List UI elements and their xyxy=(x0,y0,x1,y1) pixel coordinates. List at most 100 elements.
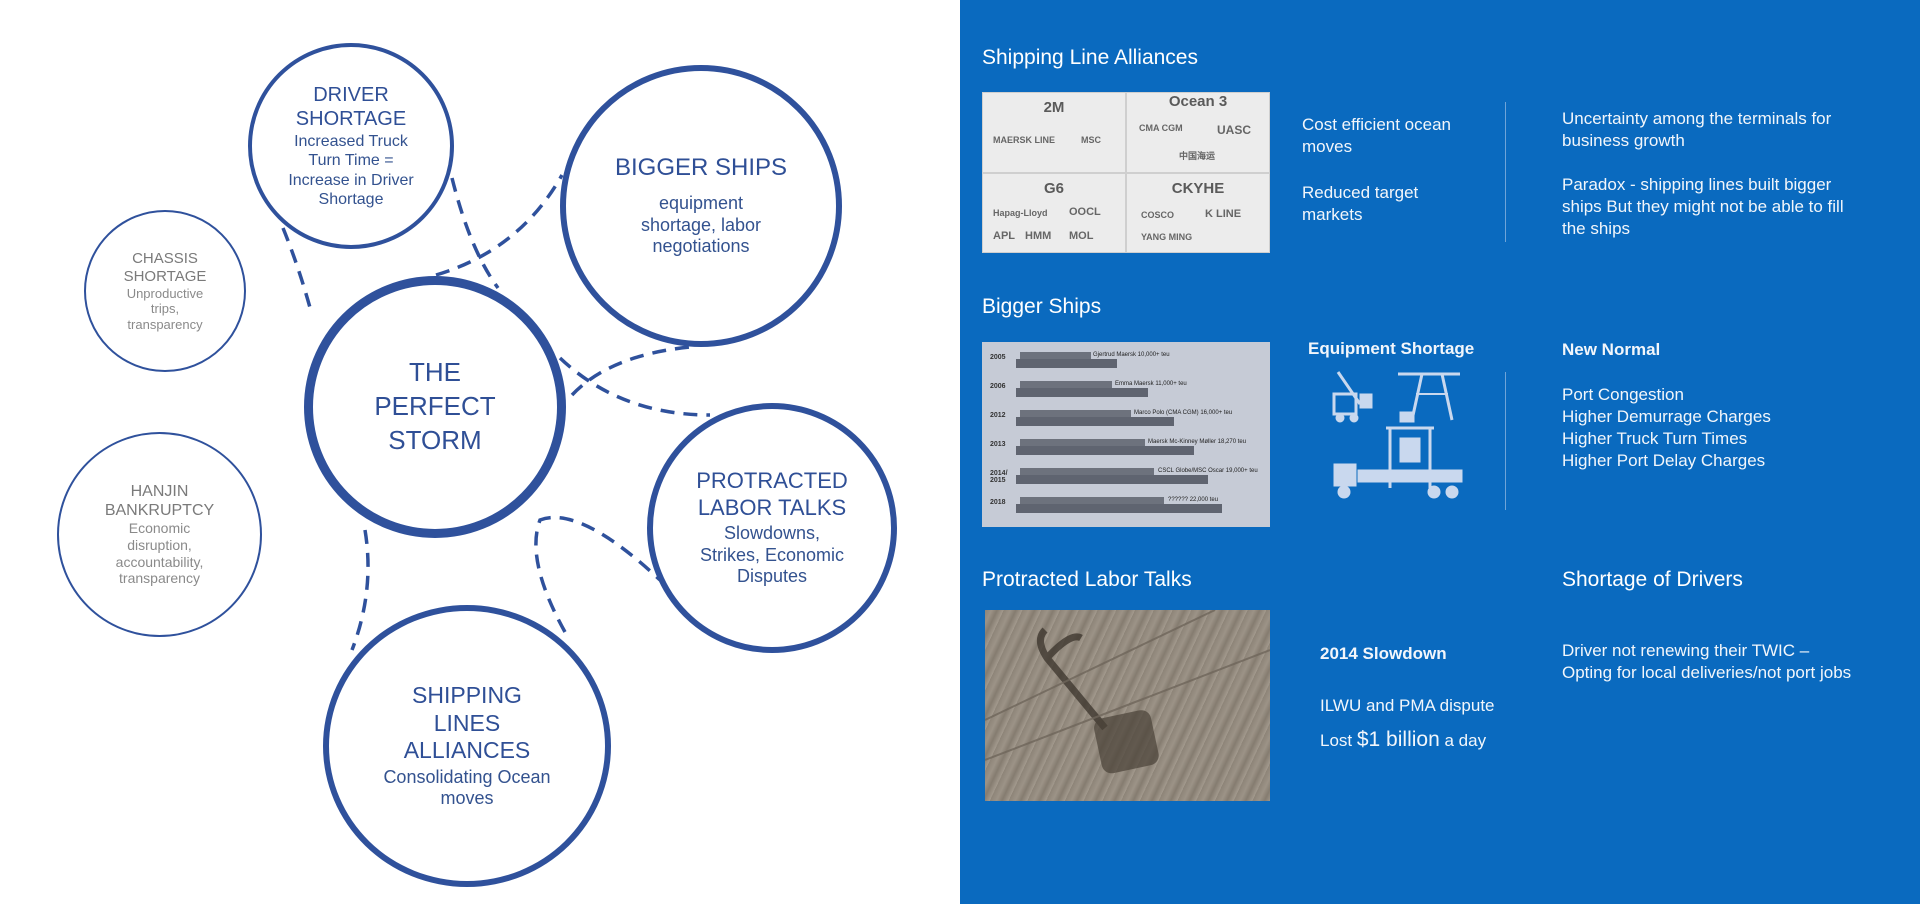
alliance-name: G6 xyxy=(1043,180,1064,197)
alliances-right-2: Paradox - shipping lines built bigger sh… xyxy=(1562,175,1844,238)
alliance-logo: COSCO xyxy=(1141,210,1175,220)
lost-amount: $1 billion xyxy=(1356,728,1440,751)
ship-row: 2005 Gjertrud Maersk 10,000+ teu xyxy=(982,350,1270,372)
hanjin-bankruptcy-title: HANJIN BANKRUPTCY xyxy=(104,482,215,519)
protracted-labor-circle: PROTRACTED LABOR TALKS Slowdowns, Strike… xyxy=(647,403,897,653)
ship-cargo xyxy=(1020,497,1164,504)
ship-cargo xyxy=(1020,381,1112,388)
ship-row: 2012 Marco Polo (CMA CGM) 16,000+ teu xyxy=(982,408,1270,430)
ship-row: 2013 Maersk Mc-Kinney Møller 18,270 teu xyxy=(982,437,1270,459)
connector-driver-center xyxy=(281,227,314,316)
alliance-logo: UASC xyxy=(1217,123,1252,137)
alliance-logo: K LINE xyxy=(1205,208,1242,220)
shipping-alliances-desc: Consolidating Ocean moves xyxy=(383,766,551,809)
ship-hull xyxy=(1016,388,1148,397)
alliance-logo: 中国海运 xyxy=(1179,151,1216,161)
alliances-divider xyxy=(1505,102,1506,242)
ship-year: 2018 xyxy=(990,499,1006,506)
fist-hook-illustration xyxy=(985,610,1270,774)
perfect-storm-diagram: DRIVER SHORTAGE Increased Truck Turn Tim… xyxy=(57,43,897,887)
ship-hull xyxy=(1016,475,1208,484)
ship-row: 2006 Emma Maersk 11,000+ teu xyxy=(982,379,1270,401)
ship-size-evolution-image: 2005 Gjertrud Maersk 10,000+ teu 2006 Emma … xyxy=(982,342,1270,527)
ship-name: CSCL Globe/MSC Oscar 19,000+ teu xyxy=(1158,468,1258,474)
ship-name: Marco Polo (CMA CGM) 16,000+ teu xyxy=(1134,410,1233,416)
alliances-right-1: Uncertainty among the terminals for busi… xyxy=(1562,109,1832,150)
lost-suffix: a day xyxy=(1439,731,1487,750)
hanjin-bankruptcy-desc: Economic disruption, accountability, tra… xyxy=(115,520,204,587)
alliances-title: Shipping Line Alliances xyxy=(982,46,1198,69)
bigger-ships-circle: BIGGER SHIPS equipment shortage, labor n… xyxy=(560,65,842,347)
slowdown-2014-title: 2014 Slowdown xyxy=(1320,644,1447,663)
bigger-ships-divider xyxy=(1505,372,1506,510)
alliance-logo: CMA CGM xyxy=(1139,123,1183,133)
alliance-cell-ckyhe: CKYHE COSCO K LINE YANG MING xyxy=(1126,173,1270,253)
bigger-ships-desc: equipment shortage, labor negotiations xyxy=(640,193,762,257)
ship-year: 2006 xyxy=(990,383,1006,390)
connector-bigger-center xyxy=(435,174,564,277)
alliance-logo: HMM xyxy=(1025,230,1052,242)
drivers-text: Driver not renewing their TWIC – Opting … xyxy=(1562,641,1852,682)
alliance-logo: OOCL xyxy=(1069,206,1101,218)
new-normal-item: Higher Demurrage Charges xyxy=(1562,407,1771,426)
driver-shortage-desc: Increased Truck Turn Time = Increase in … xyxy=(288,133,414,208)
shipping-alliances-circle: SHIPPING LINES ALLIANCES Consolidating O… xyxy=(323,605,611,887)
labor-talks-section-title: Protracted Labor Talks xyxy=(982,568,1192,591)
alliance-logo: Hapag-Lloyd xyxy=(993,208,1048,218)
chassis-shortage-circle: CHASSIS SHORTAGE Unproductive trips, tra… xyxy=(84,210,246,372)
new-normal-item: Port Congestion xyxy=(1562,385,1684,404)
connector-center-labor xyxy=(558,356,711,417)
ilwu-pma-dispute: ILWU and PMA dispute xyxy=(1320,696,1495,715)
ship-cargo xyxy=(1020,439,1145,446)
alliances-logo-image: 2M MAERSK LINE MSC Ocean 3 CMA CGM UASC … xyxy=(982,92,1270,253)
perfect-storm-circle: THE PERFECT STORM xyxy=(304,276,566,538)
bigger-ships-section-title: Bigger Ships xyxy=(982,295,1102,318)
alliance-logo: MOL xyxy=(1069,230,1094,242)
ship-cargo xyxy=(1020,468,1154,475)
ship-name: Emma Maersk 11,000+ teu xyxy=(1115,381,1187,387)
alliance-name: Ocean 3 xyxy=(1168,93,1228,110)
connector-center-shipping xyxy=(350,529,370,651)
forklift-icon xyxy=(1332,371,1373,423)
protracted-labor-desc: Slowdowns, Strikes, Economic Disputes xyxy=(699,523,845,587)
lost-per-day: Lost $1 billion a day xyxy=(1320,729,1486,752)
bigger-ships-title: BIGGER SHIPS xyxy=(614,154,788,182)
ship-cargo xyxy=(1020,352,1091,359)
driver-shortage-title: DRIVER SHORTAGE xyxy=(295,84,407,131)
equipment-icons xyxy=(1332,371,1463,499)
alliance-logo: APL xyxy=(993,230,1015,242)
ship-name: ?????? 22,000 teu xyxy=(1168,497,1219,503)
protracted-labor-title: PROTRACTED LABOR TALKS xyxy=(696,468,848,520)
alliance-cell-2m: 2M MAERSK LINE MSC xyxy=(982,92,1126,173)
dashed-connectors xyxy=(281,174,711,651)
alliance-cell-g6: G6 Hapag-Lloyd OOCL APL HMM MOL xyxy=(982,173,1126,253)
ship-year: 2005 xyxy=(990,354,1006,361)
alliance-logo: MSC xyxy=(1081,135,1101,145)
chassis-shortage-desc: Unproductive trips, transparency xyxy=(126,285,204,332)
alliance-cell-ocean3: Ocean 3 CMA CGM UASC 中国海运 xyxy=(1126,92,1270,173)
connector-driver-bigger xyxy=(450,177,500,290)
new-normal-item: Higher Port Delay Charges xyxy=(1562,451,1766,470)
ship-cargo xyxy=(1020,410,1131,417)
ship-year: 2014/ 2015 xyxy=(990,470,1008,484)
ship-year: 2012 xyxy=(990,412,1006,419)
new-normal-item: Higher Truck Turn Times xyxy=(1562,429,1748,448)
ship-row: 2018 ?????? 22,000 teu xyxy=(982,495,1270,517)
connector-shipping-labor xyxy=(534,515,662,633)
perfect-storm-title: THE PERFECT STORM xyxy=(374,357,496,455)
driver-shortage-circle: DRIVER SHORTAGE Increased Truck Turn Tim… xyxy=(248,43,454,249)
shipping-alliances-title: SHIPPING LINES ALLIANCES xyxy=(403,682,531,764)
new-normal-title: New Normal xyxy=(1562,340,1661,359)
ship-year: 2013 xyxy=(990,441,1006,448)
ship-hull xyxy=(1016,504,1222,513)
drivers-section-title: Shortage of Drivers xyxy=(1562,568,1743,591)
crane-icon xyxy=(1398,372,1460,423)
lost-prefix: Lost xyxy=(1320,731,1357,750)
alliance-name: CKYHE xyxy=(1171,180,1225,197)
alliance-logo: MAERSK LINE xyxy=(993,135,1056,145)
chassis-shortage-title: CHASSIS SHORTAGE xyxy=(123,249,207,285)
alliances-point-1: Cost efficient ocean moves xyxy=(1302,115,1451,156)
hanjin-bankruptcy-circle: HANJIN BANKRUPTCY Economic disruption, a… xyxy=(57,432,262,637)
ship-name: Gjertrud Maersk 10,000+ teu xyxy=(1093,352,1170,358)
ship-name: Maersk Mc-Kinney Møller 18,270 teu xyxy=(1148,439,1247,445)
